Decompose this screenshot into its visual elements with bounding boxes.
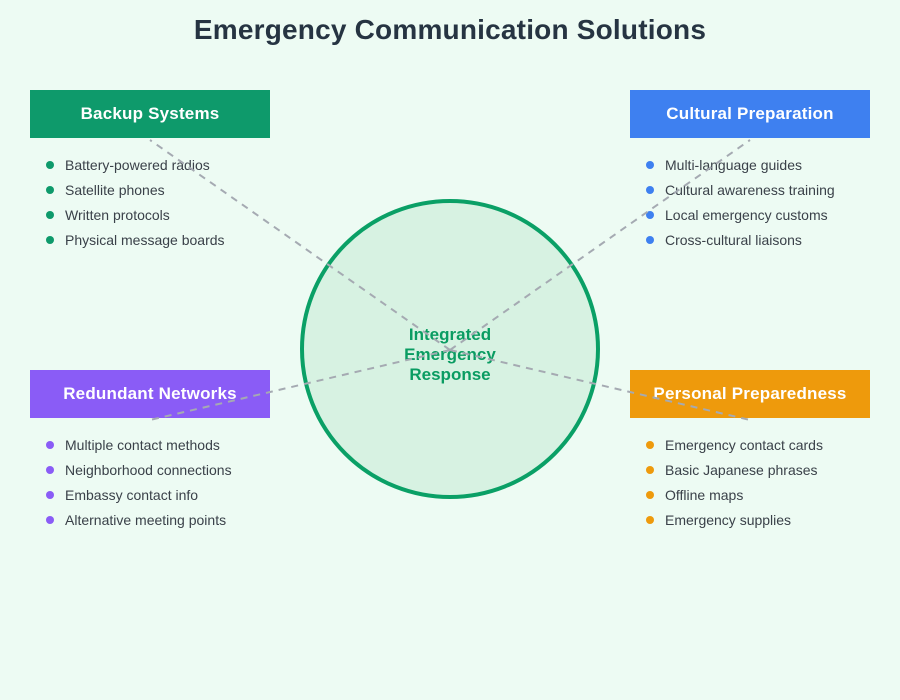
list-item-label: Offline maps <box>665 486 744 503</box>
list-item: Neighborhood connections <box>30 457 290 482</box>
list-item: Cross-cultural liaisons <box>630 227 890 252</box>
list-item-label: Emergency contact cards <box>665 436 823 453</box>
quadrant-cultural-preparation: Cultural Preparation Multi-language guid… <box>630 90 890 252</box>
bullet-icon <box>646 160 654 169</box>
list-item: Emergency supplies <box>630 507 890 532</box>
list-item-label: Multi-language guides <box>665 156 802 173</box>
bullet-icon <box>646 185 654 194</box>
list-item-label: Emergency supplies <box>665 511 792 528</box>
quadrant-redundant-networks: Redundant Networks Multiple contact meth… <box>30 370 290 532</box>
quadrant-header-cultural-preparation: Cultural Preparation <box>630 90 870 138</box>
list-item: Embassy contact info <box>30 482 290 507</box>
bullet-icon <box>646 515 654 524</box>
bullet-icon <box>46 515 54 524</box>
quadrant-list-redundant-networks: Multiple contact methods Neighborhood co… <box>30 418 290 532</box>
list-item-label: Satellite phones <box>65 181 165 198</box>
list-item: Offline maps <box>630 482 890 507</box>
quadrant-list-cultural-preparation: Multi-language guides Cultural awareness… <box>630 138 890 252</box>
list-item-label: Written protocols <box>65 206 170 223</box>
list-item-label: Neighborhood connections <box>65 461 232 478</box>
bullet-icon <box>646 440 654 449</box>
list-item: Alternative meeting points <box>30 507 290 532</box>
quadrant-list-backup-systems: Battery-powered radios Satellite phones … <box>30 138 290 252</box>
quadrant-header-redundant-networks: Redundant Networks <box>30 370 270 418</box>
list-item: Multi-language guides <box>630 152 890 177</box>
quadrant-header-backup-systems: Backup Systems <box>30 90 270 138</box>
bullet-icon <box>46 210 54 219</box>
list-item-label: Basic Japanese phrases <box>665 461 818 478</box>
bullet-icon <box>46 465 54 474</box>
list-item-label: Cultural awareness training <box>665 181 835 198</box>
list-item: Physical message boards <box>30 227 290 252</box>
bullet-icon <box>646 490 654 499</box>
list-item: Multiple contact methods <box>30 432 290 457</box>
page-title: Emergency Communication Solutions <box>193 14 707 45</box>
list-item: Basic Japanese phrases <box>630 457 890 482</box>
bullet-icon <box>46 440 54 449</box>
bullet-icon <box>646 235 654 244</box>
center-circle <box>300 199 600 499</box>
list-item: Battery-powered radios <box>30 152 290 177</box>
bullet-icon <box>646 465 654 474</box>
quadrant-backup-systems: Backup Systems Battery-powered radios Sa… <box>30 90 290 252</box>
quadrant-list-personal-preparedness: Emergency contact cards Basic Japanese p… <box>630 418 890 532</box>
bullet-icon <box>46 490 54 499</box>
bullet-icon <box>646 210 654 219</box>
list-item-label: Alternative meeting points <box>65 511 227 528</box>
list-item-label: Cross-cultural liaisons <box>665 231 802 248</box>
list-item: Emergency contact cards <box>630 432 890 457</box>
list-item-label: Battery-powered radios <box>65 156 210 173</box>
list-item: Satellite phones <box>30 177 290 202</box>
bullet-icon <box>46 185 54 194</box>
list-item-label: Embassy contact info <box>65 486 199 503</box>
list-item: Cultural awareness training <box>630 177 890 202</box>
bullet-icon <box>46 160 54 169</box>
quadrant-header-personal-preparedness: Personal Preparedness <box>630 370 870 418</box>
quadrant-personal-preparedness: Personal Preparedness Emergency contact … <box>630 370 890 532</box>
list-item-label: Local emergency customs <box>665 206 828 223</box>
list-item-label: Multiple contact methods <box>65 436 220 453</box>
bullet-icon <box>46 235 54 244</box>
list-item: Local emergency customs <box>630 202 890 227</box>
list-item: Written protocols <box>30 202 290 227</box>
list-item-label: Physical message boards <box>65 231 225 248</box>
